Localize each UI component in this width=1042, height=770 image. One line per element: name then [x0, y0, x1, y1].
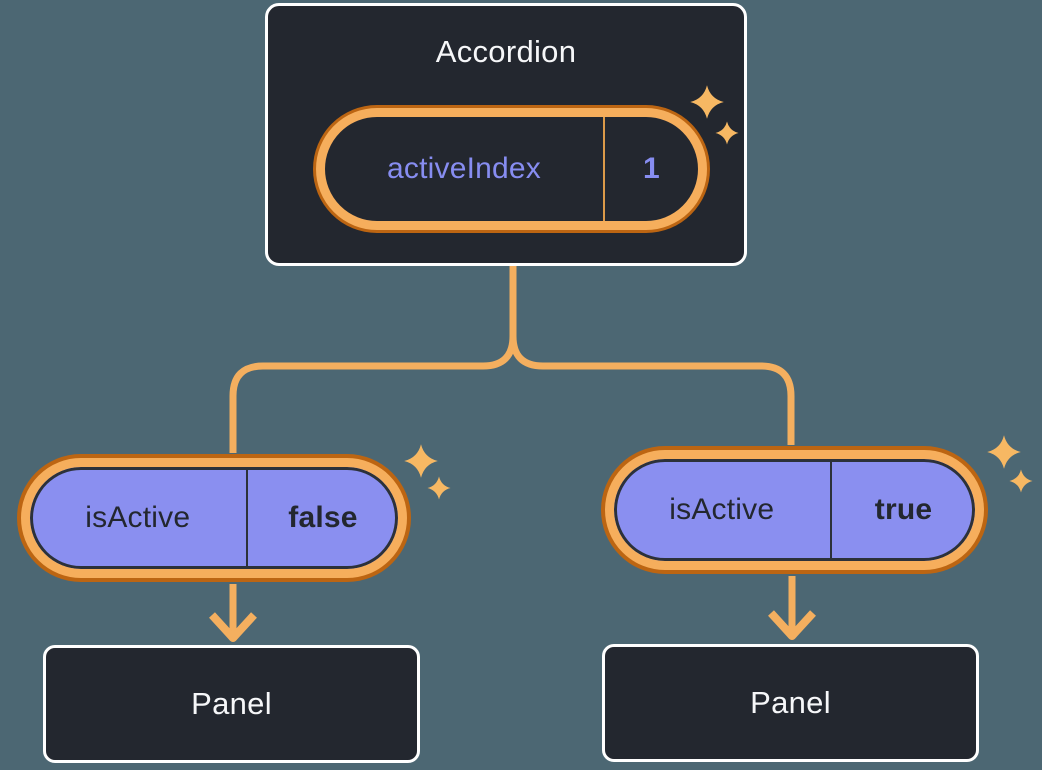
accordion-card: Accordion activeIndex 1: [265, 3, 747, 266]
pill-key-segment: isActive: [614, 459, 830, 561]
connector-left-branch: [229, 266, 517, 453]
pill-divider: [245, 467, 248, 569]
pill-key-segment: activeIndex: [325, 117, 603, 221]
pill-key-segment: isActive: [30, 467, 246, 569]
pill-value-segment: true: [832, 459, 975, 561]
pill-value-label: true: [874, 493, 933, 526]
pill-value-label: false: [288, 501, 358, 534]
panel-card-left: Panel: [43, 645, 420, 763]
is-active-pill-right: isActive true: [605, 450, 984, 570]
pill-value-segment: 1: [605, 117, 698, 221]
sparkle-icon: [987, 435, 1033, 493]
pill-divider: [829, 459, 832, 561]
arrow-down-icon: [209, 584, 257, 642]
pill-key-label: isActive: [85, 501, 191, 534]
connector-right-branch: [509, 266, 795, 445]
active-index-pill: activeIndex 1: [316, 108, 707, 230]
accordion-title: Accordion: [435, 34, 577, 69]
pill-value-segment: false: [248, 467, 398, 569]
pill-divider: [603, 117, 605, 221]
is-active-pill-left: isActive false: [21, 458, 407, 578]
pill-key-label: isActive: [669, 493, 775, 526]
panel-label: Panel: [750, 685, 831, 720]
panel-label: Panel: [191, 686, 272, 721]
pill-value-label: 1: [643, 152, 660, 185]
sparkle-icon: [404, 444, 451, 500]
panel-card-right: Panel: [602, 644, 979, 762]
arrow-down-icon: [768, 576, 816, 640]
pill-key-label: activeIndex: [387, 152, 541, 185]
